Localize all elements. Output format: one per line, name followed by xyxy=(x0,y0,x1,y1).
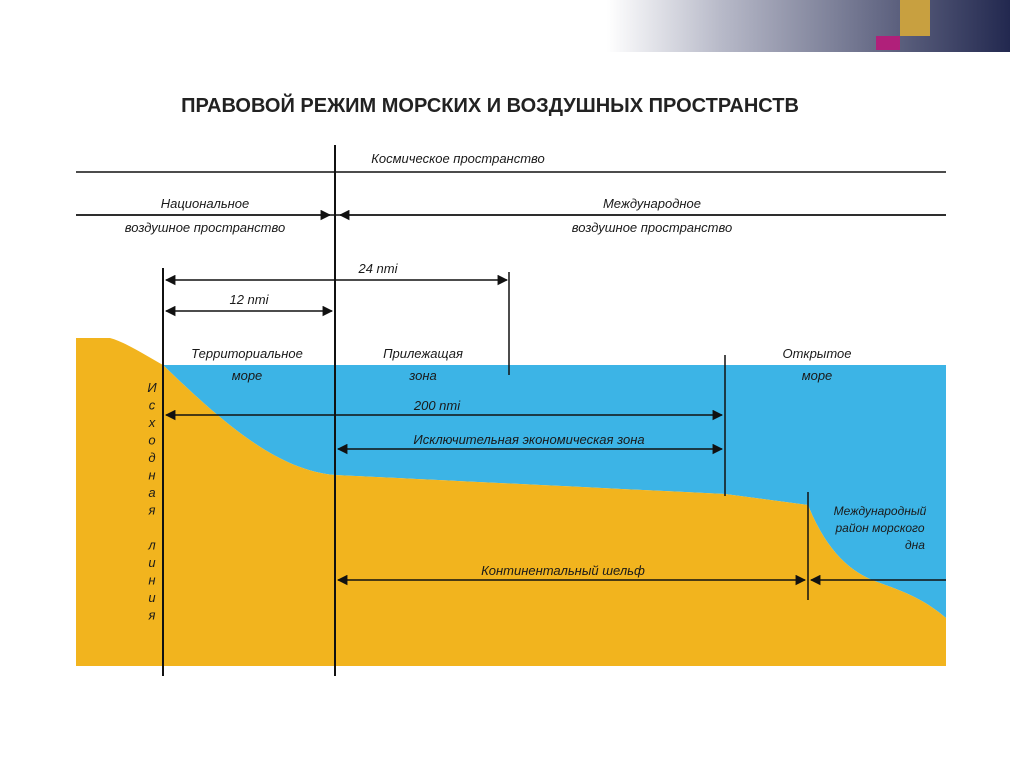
seabed-area-label-2: район морского xyxy=(834,521,924,535)
continental-shelf-label: Континентальный шельф xyxy=(481,563,645,578)
contiguous-zone-label-2: зона xyxy=(408,368,437,383)
baseline-letter: и xyxy=(148,555,155,570)
baseline-letter: и xyxy=(148,590,155,605)
seabed-area-label-3: дна xyxy=(905,538,925,552)
national-airspace-label-1: Национальное xyxy=(161,196,250,211)
baseline-letter: х xyxy=(148,415,156,430)
header-accent-magenta xyxy=(876,36,900,50)
nmi-200-label: 200 nmi xyxy=(413,398,461,413)
eez-label: Исключительная экономическая зона xyxy=(413,432,644,447)
open-sea-label-2: море xyxy=(802,368,833,383)
baseline-letter: а xyxy=(148,485,155,500)
space-label: Космическое пространство xyxy=(371,151,545,166)
seabed-area-label-1: Международный xyxy=(834,504,927,518)
territorial-sea-label-1: Территориальное xyxy=(191,346,303,361)
nmi-24-label: 24 nmi xyxy=(357,261,398,276)
baseline-letter: я xyxy=(148,608,156,623)
page-title: ПРАВОВОЙ РЕЖИМ МОРСКИХ И ВОЗДУШНЫХ ПРОСТ… xyxy=(181,93,799,117)
national-airspace-label-2: воздушное пространство xyxy=(125,220,286,235)
header-bar xyxy=(370,0,1010,52)
baseline-letter: н xyxy=(148,573,155,588)
contiguous-zone-label-1: Прилежащая xyxy=(383,346,463,361)
baseline-letter: И xyxy=(147,380,157,395)
baseline-letter: о xyxy=(148,433,155,448)
international-airspace-label-2: воздушное пространство xyxy=(572,220,733,235)
baseline-letter: я xyxy=(148,503,156,518)
territorial-sea-label-2: море xyxy=(232,368,263,383)
nmi-12-label: 12 nmi xyxy=(229,292,269,307)
header-accent-gold xyxy=(900,0,930,36)
open-sea-label-1: Открытое xyxy=(782,346,851,361)
sea-area xyxy=(163,365,946,618)
baseline-letter: д xyxy=(148,450,155,465)
baseline-letter: с xyxy=(149,398,156,413)
baseline-letter: л xyxy=(147,538,156,553)
international-airspace-label-1: Международное xyxy=(603,196,701,211)
baseline-letter: н xyxy=(148,468,155,483)
